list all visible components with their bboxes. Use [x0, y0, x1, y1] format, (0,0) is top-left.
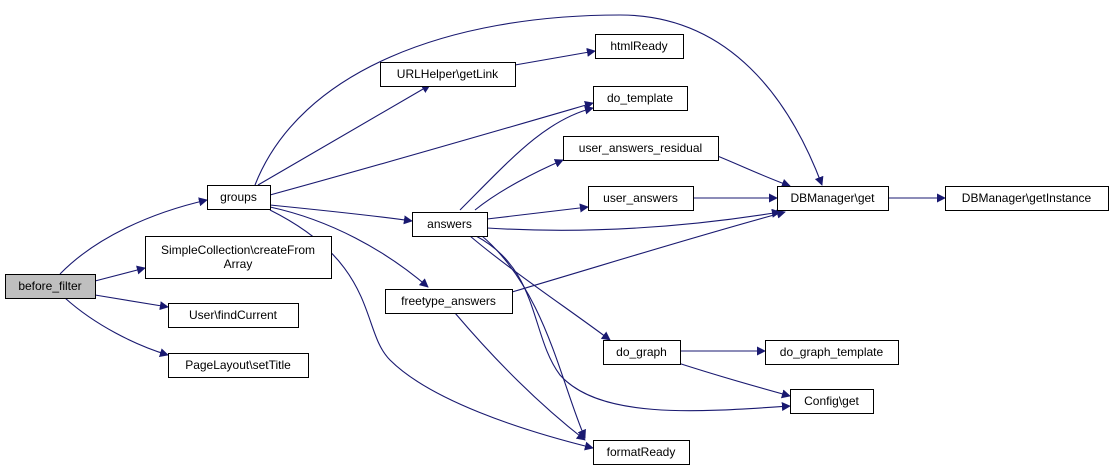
edge-freetype_answers-to-dbmanager_get — [511, 209, 786, 293]
node-answers[interactable]: answers — [412, 212, 488, 237]
node-box — [380, 62, 516, 87]
edge-url_helper_get_link-to-html_ready — [514, 47, 596, 66]
node-label: freetype_answers — [401, 294, 496, 308]
edge-groups-to-answers — [269, 204, 413, 225]
edge-before_filter-to-page_layout_set_title — [64, 297, 169, 357]
edge-answers-to-do_graph — [469, 235, 611, 341]
node-do_graph_template[interactable]: do_graph_template — [765, 340, 899, 365]
node-label: Array — [224, 257, 253, 271]
node-label: formatReady — [607, 445, 676, 459]
node-label: groups — [220, 190, 257, 204]
edge-before_filter-to-simple_collection — [94, 265, 146, 282]
edge-answers-to-user_answers_residual — [474, 159, 564, 211]
node-box — [168, 303, 299, 328]
edge-answers-to-do_template — [459, 105, 594, 211]
node-box — [145, 236, 332, 279]
node-page_layout_set_title[interactable]: PageLayout\setTitle — [168, 353, 309, 378]
node-dbmanager_get_instance[interactable]: DBManager\getInstance — [945, 186, 1109, 211]
node-label: htmlReady — [610, 39, 667, 53]
node-label: do_graph — [616, 345, 667, 359]
edge-answers-to-user_answers — [486, 203, 589, 220]
node-freetype_answers[interactable]: freetype_answers — [385, 289, 513, 314]
node-label: user_answers — [603, 191, 678, 205]
edge-freetype_answers-to-format_ready — [454, 312, 586, 441]
node-box — [790, 389, 874, 414]
node-label: do_template — [607, 91, 673, 105]
edge-user_answers_residual-to-dbmanager_get — [714, 154, 791, 188]
node-box — [595, 34, 684, 59]
edge-answers-to-format_ready — [481, 235, 586, 439]
node-label: answers — [427, 217, 472, 231]
node-format_ready[interactable]: formatReady — [593, 440, 690, 465]
node-box — [563, 136, 719, 161]
node-box — [593, 86, 688, 111]
node-box — [168, 353, 309, 378]
node-html_ready[interactable]: htmlReady — [595, 34, 684, 59]
node-do_template[interactable]: do_template — [593, 86, 688, 111]
node-label: PageLayout\setTitle — [185, 358, 291, 372]
node-box — [765, 340, 899, 365]
node-box — [588, 186, 694, 211]
edges — [59, 14, 946, 451]
edge-groups-to-dbmanager_get — [254, 14, 824, 186]
edge-groups-to-freetype_answers — [269, 206, 429, 288]
node-groups[interactable]: groups — [207, 185, 271, 210]
node-label: SimpleCollection\createFrom — [161, 243, 315, 257]
node-box — [5, 274, 96, 299]
node-box — [603, 340, 681, 365]
edge-before_filter-to-user_find_current — [94, 294, 169, 311]
node-box — [207, 185, 271, 210]
node-label: before_filter — [18, 279, 81, 293]
node-user_answers[interactable]: user_answers — [588, 186, 694, 211]
node-box — [385, 289, 513, 314]
edge-do_graph-to-config_get — [674, 361, 791, 399]
edge-groups-to-url_helper_get_link — [257, 84, 431, 186]
node-label: URLHelper\getLink — [397, 67, 499, 81]
node-dbmanager_get[interactable]: DBManager\get — [777, 186, 889, 211]
edge-before_filter-to-groups — [59, 197, 208, 275]
nodes: before_filter groups SimpleCollection\cr… — [5, 34, 1109, 465]
node-label: User\findCurrent — [189, 308, 278, 322]
node-label: DBManager\getInstance — [962, 191, 1092, 205]
edge-groups-to-format_ready — [269, 209, 594, 451]
node-user_answers_residual[interactable]: user_answers_residual — [563, 136, 719, 161]
node-config_get[interactable]: Config\get — [790, 389, 874, 414]
node-before_filter[interactable]: before_filter — [5, 274, 96, 299]
node-box — [593, 440, 690, 465]
node-label: do_graph_template — [780, 345, 884, 359]
edge-groups-to-do_template — [269, 100, 594, 196]
node-box — [777, 186, 889, 211]
node-url_helper_get_link[interactable]: URLHelper\getLink — [380, 62, 516, 87]
edge-answers-to-dbmanager_get — [486, 208, 781, 231]
node-label: Config\get — [804, 394, 859, 408]
node-user_find_current[interactable]: User\findCurrent — [168, 303, 299, 328]
node-do_graph[interactable]: do_graph — [603, 340, 681, 365]
node-box — [945, 186, 1109, 211]
node-label: DBManager\get — [790, 191, 875, 205]
edge-answers-to-config_get — [475, 235, 791, 412]
node-label: user_answers_residual — [579, 141, 702, 155]
node-box — [412, 212, 488, 237]
